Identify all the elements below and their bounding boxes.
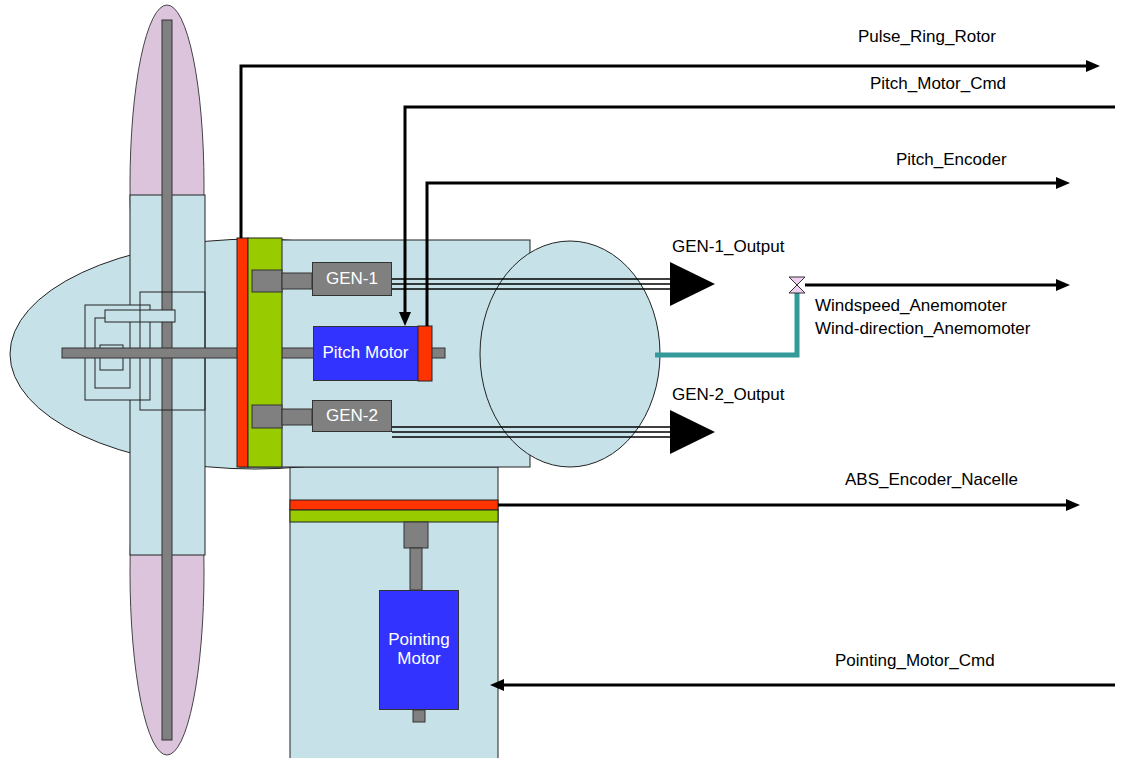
signal-name: Pitch_Encoder (896, 150, 1007, 170)
part-name: Pitch Motor (323, 344, 409, 363)
pitch-encoder-strip (418, 326, 432, 381)
output-arrowhead (670, 410, 715, 454)
arrowhead (1086, 60, 1100, 72)
power-wire (392, 288, 672, 290)
part-name: Pointing Motor (383, 631, 455, 668)
power-wire (392, 426, 672, 428)
power-wire (392, 283, 672, 285)
generator-shaft (282, 273, 312, 289)
arrowhead (399, 312, 411, 326)
yaw-shaft (410, 548, 422, 590)
signal-name: Windspeed_Anemomoter (815, 296, 1007, 316)
gear (248, 238, 282, 467)
signal-wire (498, 504, 1068, 507)
motor-stub (413, 710, 425, 722)
yaw-gear (290, 510, 498, 522)
arrowhead (1066, 499, 1080, 511)
power-wire (392, 436, 672, 438)
signal-wire (405, 107, 1115, 314)
nacelle-encoder-ring (290, 500, 498, 510)
generator-shaft (282, 409, 312, 425)
signal-name: Wind-direction_Anemomoter (815, 319, 1030, 339)
anemometer-symbol (789, 277, 805, 293)
arrowhead (1056, 279, 1070, 291)
motor-box: Pointing Motor (379, 590, 459, 710)
signal-wire (502, 684, 1115, 687)
tower (290, 467, 498, 758)
output-arrowhead (670, 262, 715, 306)
signal-wire (241, 66, 1088, 238)
arrowhead (490, 679, 504, 691)
motor-box: Pitch Motor (313, 326, 418, 381)
signal-name: GEN-2_Output (672, 385, 784, 405)
signal-wire (427, 183, 1058, 326)
part-name: GEN-2 (326, 407, 378, 426)
power-wire (392, 278, 672, 280)
signal-wire (805, 284, 1058, 287)
signal-name: Pulse_Ring_Rotor (858, 27, 996, 47)
pinion (252, 270, 282, 292)
signal-name: Pointing_Motor_Cmd (835, 651, 995, 671)
generator-box: GEN-2 (312, 400, 392, 432)
generator-box: GEN-1 (312, 262, 392, 296)
pulse-ring (237, 238, 248, 467)
blade-spar (162, 20, 172, 740)
arrowhead (1056, 177, 1070, 189)
signal-name: ABS_Encoder_Nacelle (845, 470, 1018, 490)
power-wire (392, 431, 672, 433)
signal-name: Pitch_Motor_Cmd (870, 74, 1006, 94)
part-name: GEN-1 (326, 270, 378, 289)
pinion (252, 405, 282, 428)
signal-name: GEN-1_Output (672, 237, 784, 257)
yaw-pinion (404, 522, 428, 548)
anemometer-mast (655, 293, 797, 355)
nacelle-cap (480, 241, 660, 467)
